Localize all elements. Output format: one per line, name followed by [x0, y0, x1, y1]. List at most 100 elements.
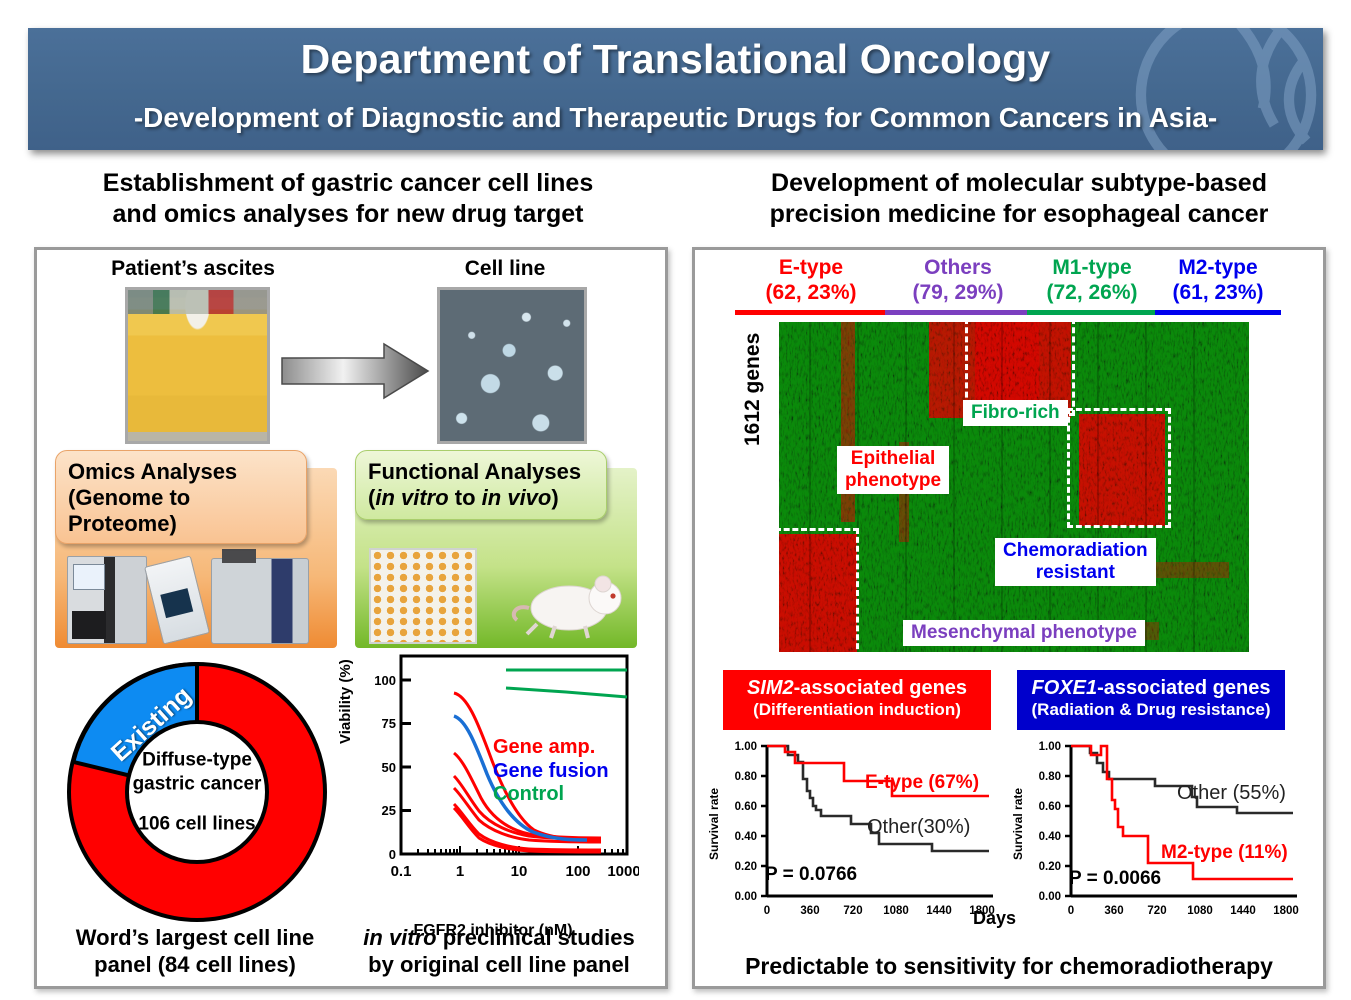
right-arrow-icon — [281, 342, 430, 400]
subtype-others: Others (79, 29%) — [885, 256, 1031, 315]
viability-y-axis-label: Viability (%) — [337, 659, 354, 744]
svg-text:0: 0 — [389, 847, 396, 862]
heatmap-y-axis-label: 1612 genes — [741, 332, 764, 446]
esophageal-cancer-panel: E-type (62, 23%) Others (79, 29%) M1-typ… — [692, 247, 1326, 989]
left-heading-line1: Establishment of gastric cancer cell lin… — [102, 169, 594, 197]
km-left-pvalue: P = 0.0766 — [765, 864, 858, 885]
subtype-m2-type-stats: (61, 23%) — [1172, 280, 1264, 304]
cellline-label: Cell line — [464, 257, 546, 280]
subtype-m1-type-stats: (72, 26%) — [1046, 280, 1138, 304]
svg-text:0.1: 0.1 — [391, 863, 412, 880]
sim2-title: SIM2-associated genes — [746, 677, 968, 699]
subtype-others-stats: (79, 29%) — [912, 280, 1004, 304]
sim2-gene-box: SIM2-associated genes (Differentiation i… — [723, 670, 991, 730]
km-left-annotation-other: Other(30%) — [867, 816, 971, 838]
svg-text:10: 10 — [511, 863, 528, 880]
functional-analyses-box: Functional Analyses (in vitro to in vivo… — [355, 450, 637, 648]
heatmap-note-fibro-rich: Fibro-rich — [963, 400, 1068, 427]
svg-text:0.20: 0.20 — [735, 861, 757, 873]
donut-center-text: Diffuse-type gastric cancer 106 cell lin… — [127, 748, 267, 835]
heatmap-note-epithelial: Epithelial phenotype — [837, 446, 950, 495]
right-heading-line1: Development of molecular subtype-based — [771, 169, 1267, 197]
svg-text:0: 0 — [1068, 905, 1074, 917]
viability-x-axis-label: FGFR2 inhibitor (nM) — [413, 922, 573, 939]
svg-text:1.00: 1.00 — [1039, 741, 1061, 753]
svg-text:1080: 1080 — [1187, 905, 1213, 917]
header-banner: Department of Translational Oncology -De… — [28, 28, 1323, 150]
donut-caption-line2: panel (84 cell lines) — [94, 951, 296, 977]
dashed-box-mesenchymal — [779, 528, 859, 652]
svg-text:1.00: 1.00 — [735, 741, 757, 753]
svg-text:0.80: 0.80 — [735, 771, 757, 783]
dashed-box-m2-middle — [1067, 408, 1171, 528]
svg-text:1440: 1440 — [1230, 905, 1256, 917]
svg-text:100: 100 — [374, 673, 396, 688]
donut-caption-line1: Word’s largest cell line — [75, 925, 315, 951]
right-panel-caption: Predictable to sensitivity for chemoradi… — [745, 953, 1273, 979]
donut-caption: Word’s largest cell line panel (84 cell … — [45, 925, 345, 978]
right-heading-line2: precision medicine for esophageal cancer — [769, 199, 1269, 228]
donut-svg — [67, 661, 327, 922]
svg-text:720: 720 — [1147, 905, 1166, 917]
legend-gene-amp: Gene amp. — [493, 736, 596, 758]
heatmap-note-mesenchymal: Mesenchymal phenotype — [903, 620, 1145, 647]
viability-dose-response-chart: Viability (%) 0 25 50 75 100 — [337, 648, 643, 939]
foxe1-subtitle: (Radiation & Drug resistance) — [1031, 700, 1271, 719]
subtype-m1-type-name: M1-type — [1052, 256, 1132, 279]
km-right-y-axis-label: Survival rate — [1011, 787, 1025, 860]
subtype-m2-type-bar — [1155, 309, 1281, 315]
svg-text:50: 50 — [382, 760, 396, 775]
viability-plot-svg: 0 25 50 75 100 — [374, 654, 639, 880]
legend-gene-fusion: Gene fusion — [493, 759, 609, 782]
viability-caption: in vitro preclinical studies by original… — [343, 925, 655, 978]
foxe1-title: FOXE1-associated genes — [1031, 677, 1271, 699]
functional-title: Functional Analyses (in vitro to in vivo… — [355, 450, 607, 520]
page-title: Department of Translational Oncology — [300, 36, 1051, 82]
note-epithelial-line1: Epithelial — [850, 448, 936, 469]
svg-text:0.40: 0.40 — [1039, 831, 1061, 843]
functional-title-line2: (in vitro to in vivo) — [368, 484, 559, 510]
subtype-headers: E-type (62, 23%) Others (79, 29%) M1-typ… — [735, 256, 1281, 318]
km-left-y-axis-label: Survival rate — [707, 787, 721, 860]
svg-text:1: 1 — [456, 863, 464, 880]
svg-text:75: 75 — [382, 716, 396, 731]
svg-text:720: 720 — [843, 905, 862, 917]
left-heading-line2: and omics analyses for new drug target — [112, 199, 584, 228]
svg-text:1000: 1000 — [607, 863, 639, 880]
svg-text:25: 25 — [382, 803, 396, 818]
km-left-annotation-etype: E-type (67%) — [865, 772, 980, 793]
ascites-label: Patient’s ascites — [111, 257, 275, 280]
svg-text:0.60: 0.60 — [1039, 801, 1061, 813]
svg-text:0.80: 0.80 — [1039, 771, 1061, 783]
svg-text:1080: 1080 — [883, 905, 909, 917]
viability-caption-line1: in vitro preclinical studies — [363, 925, 635, 951]
subtype-m1-type-bar — [1027, 309, 1157, 315]
gastric-cancer-panel: Patient’s ascites Cell line — [34, 247, 668, 989]
svg-text:360: 360 — [800, 905, 819, 917]
km-right-pvalue: P = 0.0066 — [1069, 868, 1162, 889]
subtype-others-name: Others — [924, 256, 992, 279]
cell-line-donut-chart: Existing Diffuse-type gastric cancer 106… — [59, 654, 335, 930]
svg-text:100: 100 — [565, 863, 590, 880]
donut-center-line2: gastric cancer — [132, 773, 262, 795]
note-epithelial-line2: phenotype — [845, 470, 942, 492]
subtype-others-bar — [885, 309, 1031, 315]
svg-text:360: 360 — [1104, 905, 1123, 917]
subtype-e-type: E-type (62, 23%) — [735, 256, 887, 315]
omics-title-line1: Omics Analyses — [68, 459, 238, 484]
svg-text:0.00: 0.00 — [735, 891, 757, 903]
viability-legend: Gene amp. Gene fusion Control — [493, 736, 609, 807]
subtype-e-type-bar — [735, 309, 887, 315]
sim2-subtitle: (Differentiation induction) — [753, 700, 961, 719]
process-arrow — [280, 342, 430, 400]
subtype-e-type-stats: (62, 23%) — [765, 280, 857, 304]
microplate-icon — [369, 548, 477, 644]
svg-text:1800: 1800 — [969, 905, 995, 917]
viability-caption-line2: by original cell line panel — [368, 951, 630, 977]
note-chemo-line1: Chemoradiation — [1003, 540, 1148, 561]
